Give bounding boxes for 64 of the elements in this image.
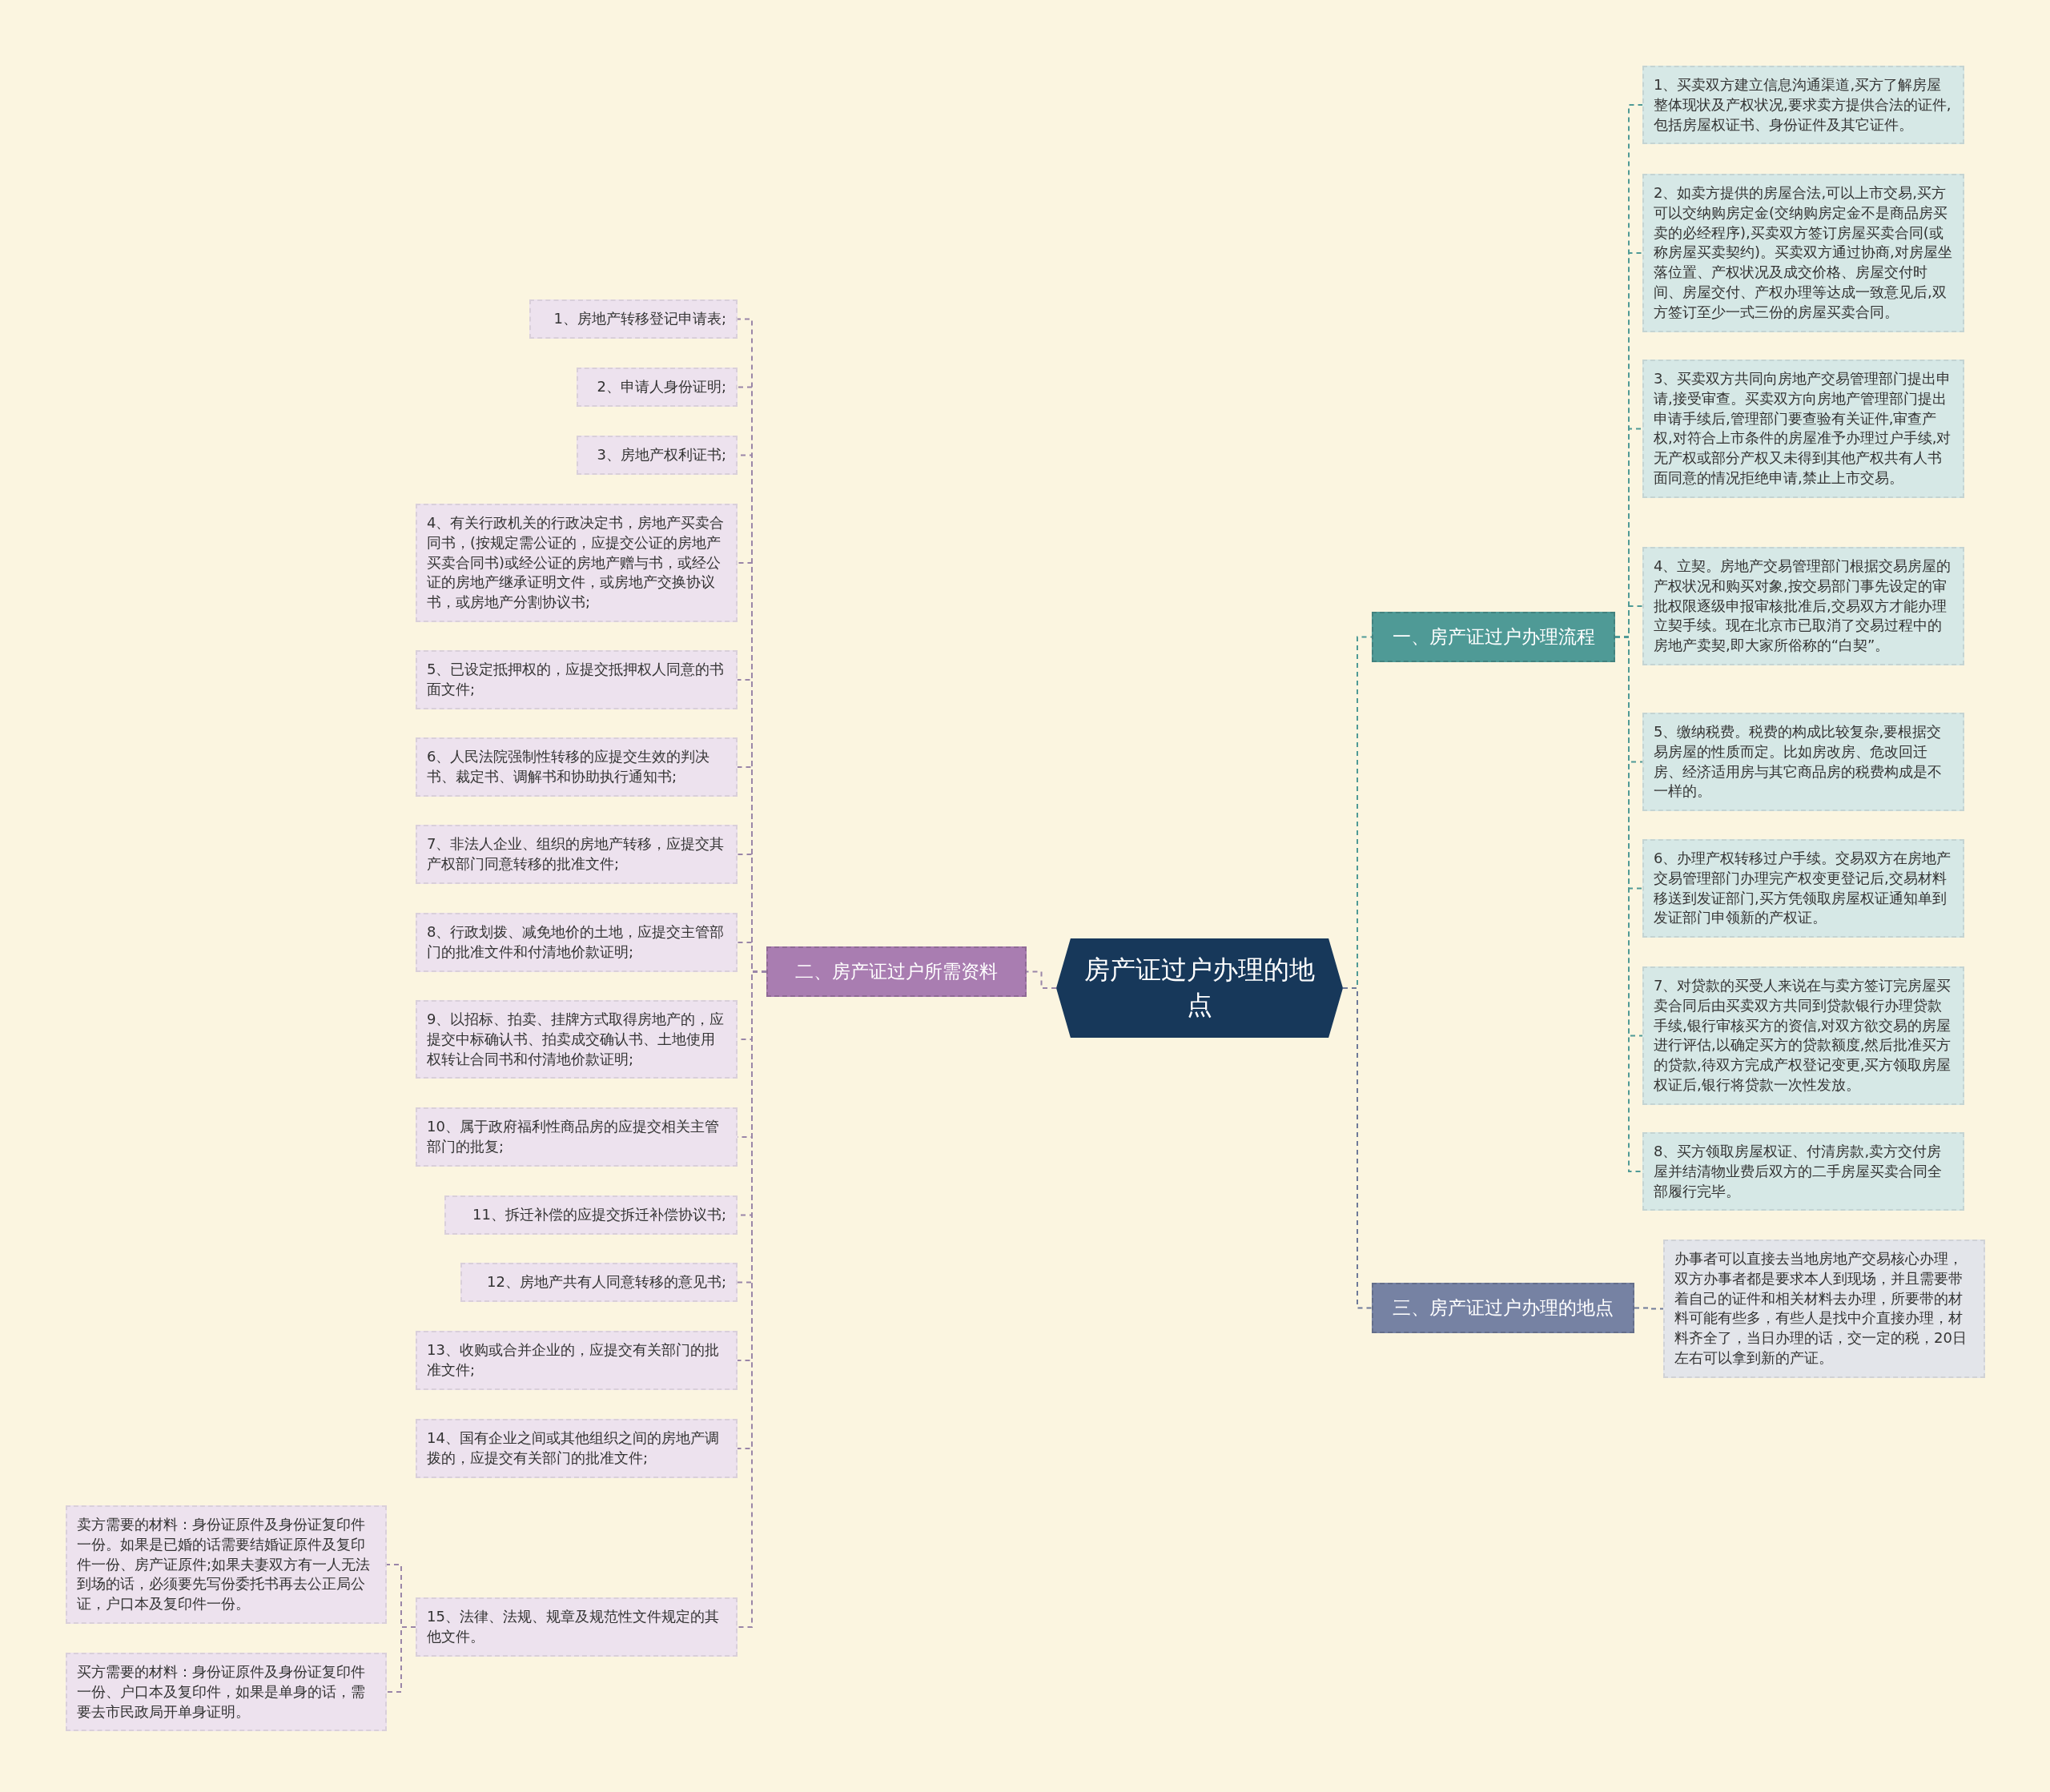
topic-card (416, 650, 738, 709)
topic-text: 4、有关行政机关的行政决定书，房地产买卖合同书，(按规定需公证的，应提交公证的房地产买卖合同书)或经公证的房地产赠与书，或经公证的房地产继承证明文件，或房地产交换协议书，或房地产分割协议书; (427, 513, 726, 613)
topic-card (416, 1419, 738, 1478)
topic-card (529, 299, 738, 339)
topic-card (416, 913, 738, 972)
topic-card (416, 737, 738, 797)
branch-topic-box (766, 946, 1027, 997)
topic-card (460, 1263, 738, 1302)
branch-topic-box (1372, 1283, 1634, 1333)
topic-text: 5、已设定抵押权的，应提交抵押权人同意的书面文件; (427, 660, 726, 699)
topic-text: 办事者可以直接去当地房地产交易核心办理，双方办事者都是要求本人到现场，并且需要带着自己的证件和相关材料去办理，所要带的材料可能有些多，有些人是找中介直接办理，材料齐全了，当日办理的话，交一定的税，20日左右可以拿到新的产证。 (1674, 1249, 1968, 1368)
topic-text: 2、申请人身份证明; (596, 377, 726, 396)
topic-card (1642, 66, 1964, 145)
topic-text: 15、法律、法规、规章及规范性文件规定的其他文件。 (427, 1607, 720, 1646)
topic-card (1642, 839, 1964, 938)
topic-text: 3、房地产权利证书; (596, 445, 726, 464)
topic-text: 9、以招标、拍卖、挂牌方式取得房地产的，应提交中标确认书、拍卖成交确认书、土地使用权转让合同书和付清地价款证明; (427, 1010, 726, 1069)
topic-title: 二、房产证过户所需资料 (794, 960, 999, 983)
topic-card (577, 436, 738, 475)
topic-card (416, 1107, 738, 1167)
topic-card (1642, 966, 1964, 1105)
topic-text: 2、如卖方提供的房屋合法,可以上市交易,买方可以交纳购房定金(交纳购房定金不是商品房买卖的必经程序),买卖双方签订房屋买卖合同(或称房屋买卖契约)。买卖双方通过协商,对房屋坐落位置、产权状况及成交价格、房屋交付时间、房屋交付、产权办理等达成一致意见后,双方签订至少一式三份的房屋买卖合同。 (1654, 183, 1953, 322)
topic-card (416, 825, 738, 884)
topic-title: 三、房产证过户办理的地点 (1392, 1296, 1614, 1320)
topic-text: 13、收购或合并企业的，应提交有关部门的批准文件; (427, 1340, 720, 1380)
topic-title: 房产证过户办理的地点 (1083, 954, 1316, 1022)
topic-text: 10、属于政府福利性商品房的应提交相关主管部门的批复; (427, 1117, 720, 1156)
topic-card (1642, 360, 1964, 498)
topic-card (1642, 547, 1964, 666)
topic-text: 1、房地产转移登记申请表; (553, 309, 726, 328)
topic-card (1642, 174, 1964, 332)
topic-text: 11、拆迁补偿的应提交拆迁补偿协议书; (472, 1205, 726, 1224)
connector-line (1634, 1307, 1664, 1310)
topic-card (416, 504, 738, 623)
topic-text: 1、买卖双方建立信息沟通渠道,买方了解房屋整体现状及产权状况,要求卖方提供合法的证件,包括房屋权证书、身份证件及其它证件。 (1654, 75, 1952, 135)
topic-text: 7、非法人企业、组织的房地产转移，应提交其产权部门同意转移的批准文件; (427, 834, 726, 874)
topic-text: 8、买方领取房屋权证、付清房款,卖方交付房屋并结清物业费后双方的二手房屋买卖合同全部履行完毕。 (1654, 1142, 1943, 1201)
topic-card (577, 368, 738, 407)
topic-text: 4、立契。房地产交易管理部门根据交易房屋的产权状况和购买对象,按交易部门事先设定的审批权限逐级申报审核批准后,交易双方才能办理立契手续。现在北京市已取消了交易过程中的房地产卖契,即大家所俗称的“白契”。 (1654, 556, 1952, 656)
topic-text: 6、办理产权转移过户手续。交易双方在房地产交易管理部门办理完产权变更登记后,交易材料移送到发证部门,买方凭领取房屋权证通知单到发证部门申领新的产权证。 (1654, 849, 1952, 928)
connector-line (1342, 987, 1373, 1309)
topic-text: 6、人民法院强制性转移的应提交生效的判决书、裁定书、调解书和协助执行通知书; (427, 747, 711, 786)
topic-card (1663, 1240, 1985, 1378)
topic-card (1642, 713, 1964, 812)
connector-line (1026, 970, 1057, 989)
branch-topic-box (1372, 612, 1615, 662)
topic-text: 5、缴纳税费。税费的构成比较复杂,要根据交易房屋的性质而定。比如房改房、危改回迁房、经济适用房与其它商品房的税费构成是不一样的。 (1654, 722, 1943, 802)
topic-card (1642, 1132, 1964, 1211)
topic-text: 12、房地产共有人同意转移的意见书; (486, 1272, 726, 1292)
topic-text: 8、行政划拨、减免地价的土地，应提交主管部门的批准文件和付清地价款证明; (427, 922, 726, 962)
topic-title: 一、房产证过户办理流程 (1391, 625, 1596, 649)
topic-text: 7、对贷款的买受人来说在与卖方签订完房屋买卖合同后由买卖双方共同到贷款银行办理贷款手续,银行审核买方的资信,对双方欲交易的房屋进行评估,以确定买方的贷款额度,然后批准买方的贷款,待双方完成产权登记变更,买方领取房屋权证后,银行将贷款一次性发放。 (1654, 976, 1952, 1095)
topic-card (416, 1597, 738, 1657)
topic-card (66, 1505, 387, 1625)
topic-card (66, 1653, 387, 1732)
topic-card (416, 1000, 738, 1079)
topic-text: 买方需要的材料：身份证原件及身份证复印件一份、户口本及复印件，如果是单身的话，需要去市民政局开单身证明。 (77, 1662, 366, 1722)
topic-text: 14、国有企业之间或其他组织之间的房地产调拨的，应提交有关部门的批准文件; (427, 1428, 720, 1468)
topic-text: 卖方需要的材料：身份证原件及身份证复印件一份。如果是已婚的话需要结婚证原件及复印件一份、房产证原件;如果夫妻双方有一人无法到场的话，必须要先写份委托书再去公正局公证，户口本及复印件一份。 (77, 1515, 372, 1614)
topic-card (416, 1331, 738, 1390)
central-topic-hexagon (1056, 938, 1343, 1038)
connector-line (386, 1626, 416, 1693)
topic-text: 3、买卖双方共同向房地产交易管理部门提出申请,接受审查。买卖双方向房地产管理部门提出申请手续后,管理部门要查验有关证件,审查产权,对符合上市条件的房屋准予办理过户手续,对无产权或部分产权又未得到其他产权共有人书面同意的情况拒绝申请,禁止上市交易。 (1654, 369, 1952, 488)
topic-card (444, 1195, 738, 1235)
